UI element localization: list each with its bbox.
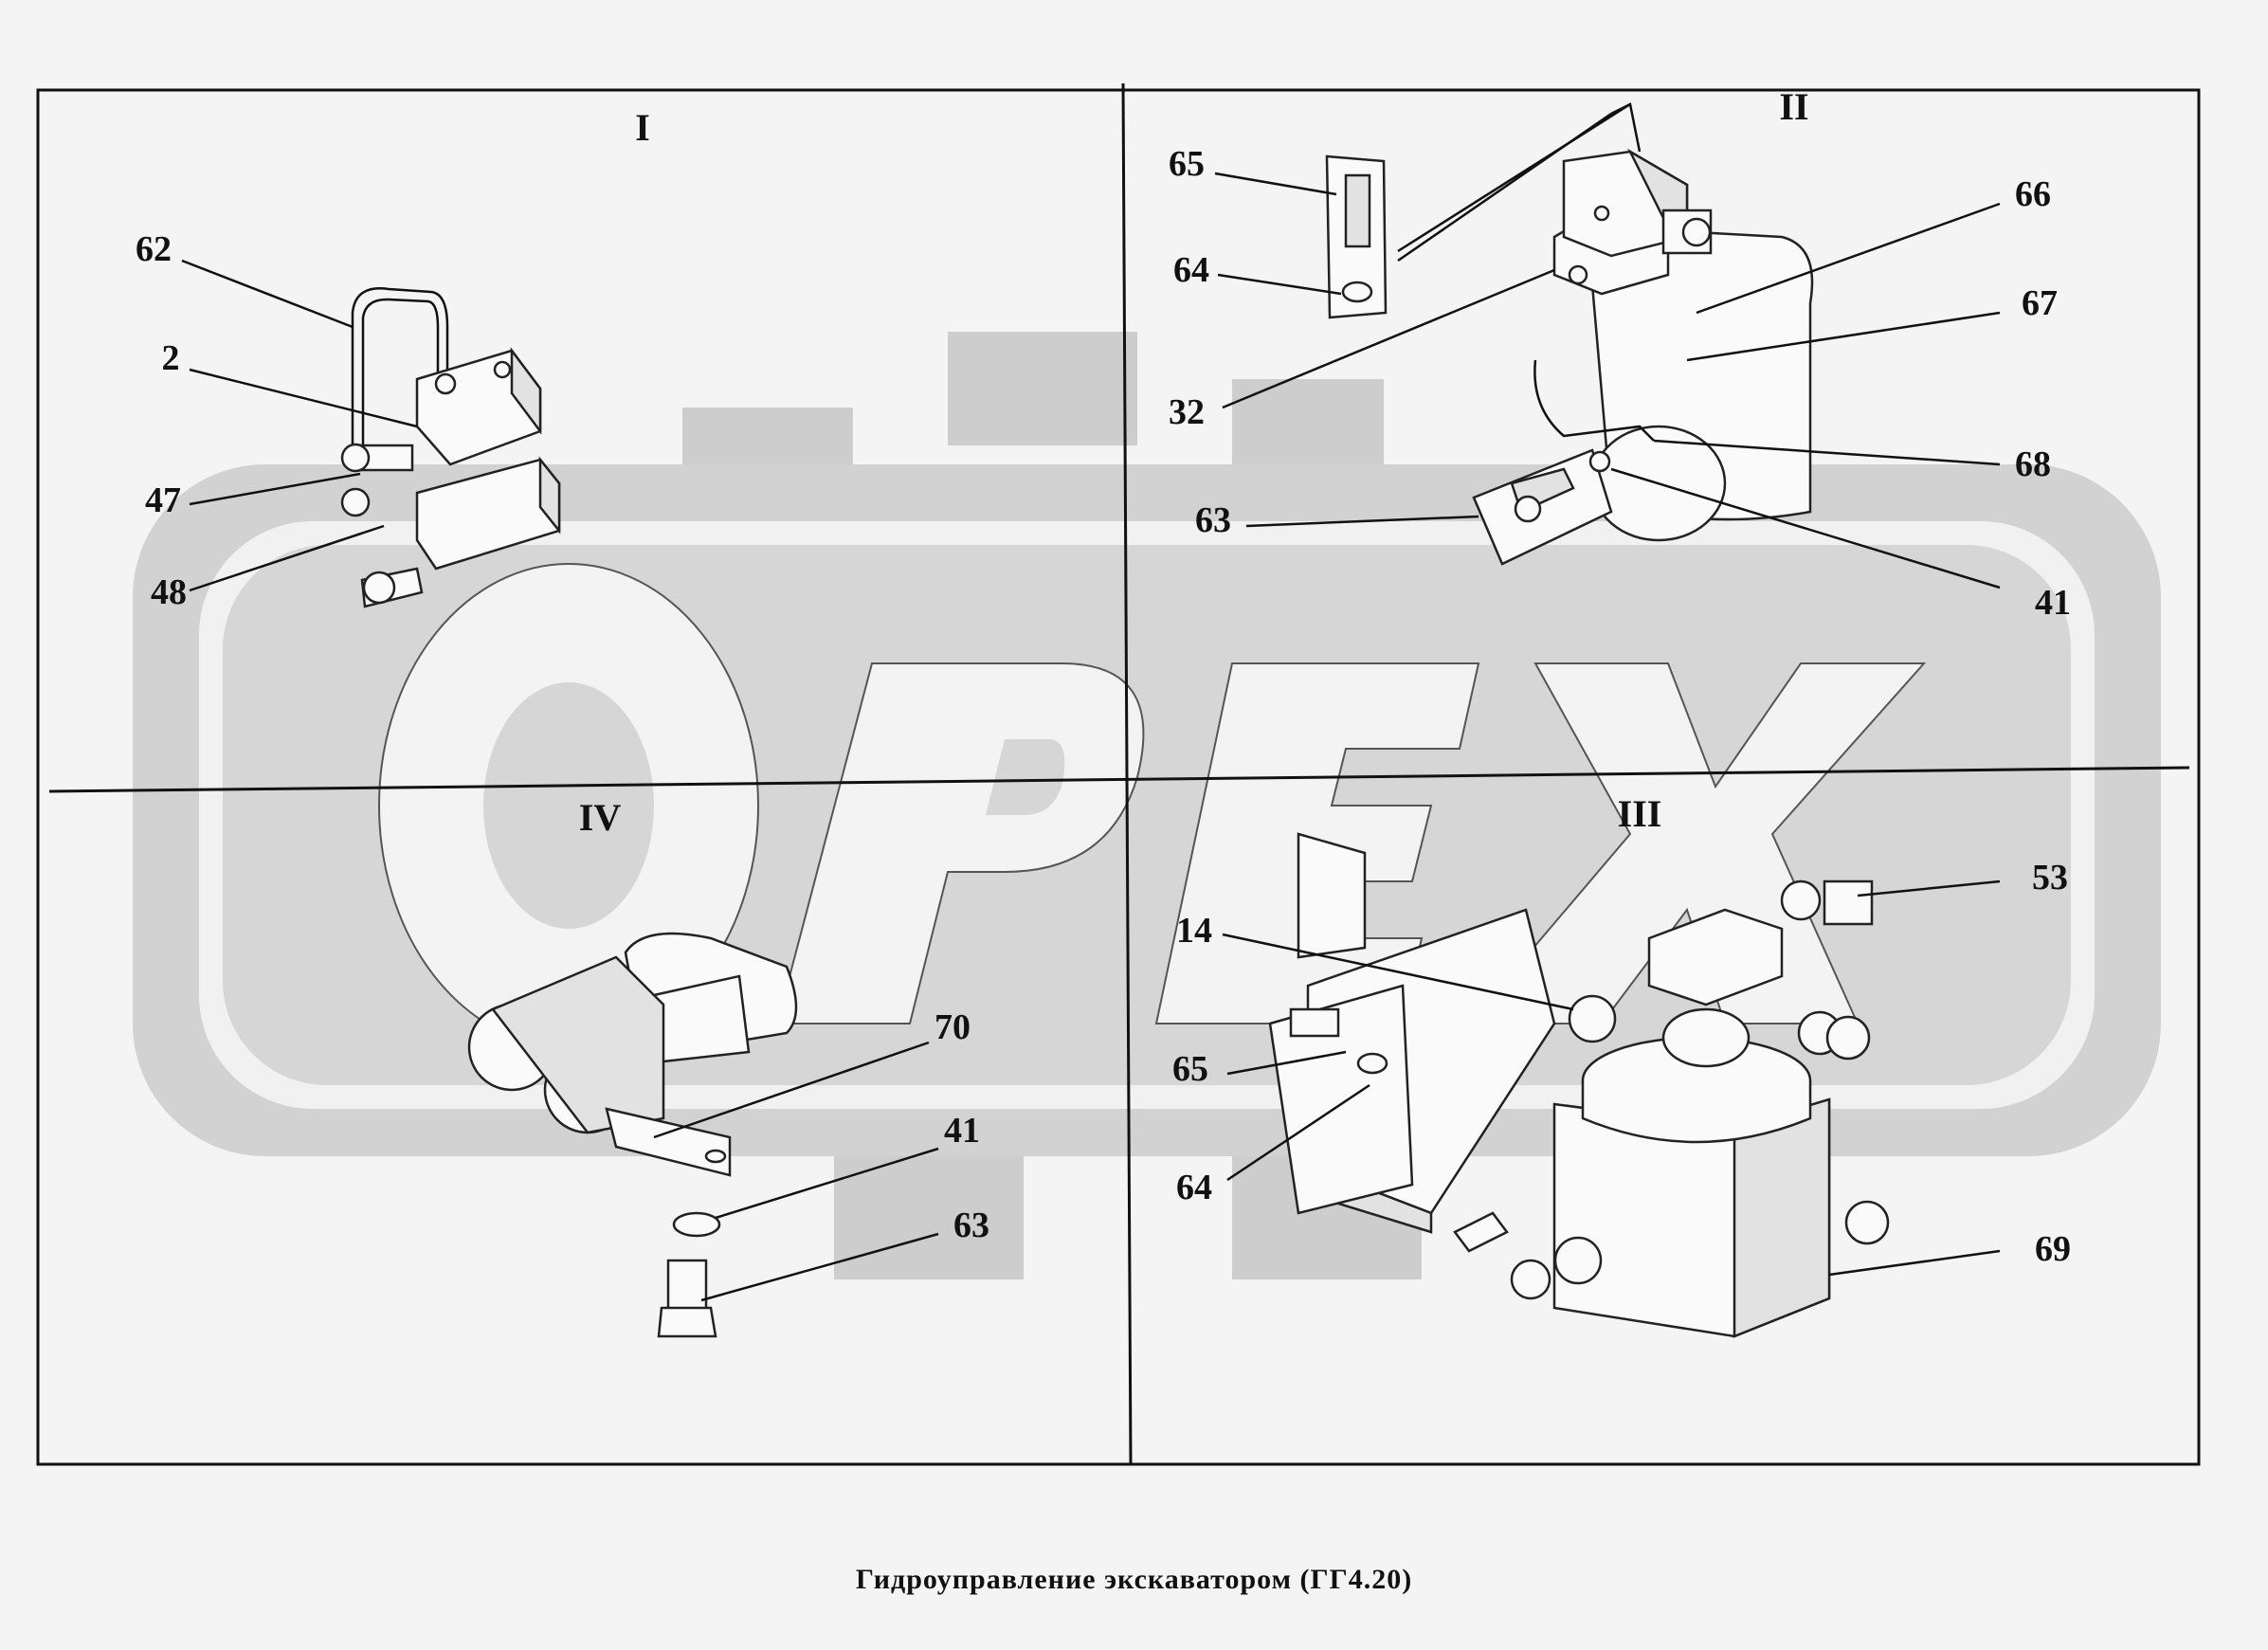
callout-numbers: 62 2 47 48 65 64 32 63 66 67 68 41 53 14… xyxy=(136,144,2071,1269)
assembly-IV-pedal xyxy=(467,932,798,1338)
leader-lines xyxy=(181,102,2001,1302)
callout-64-q2: 64 xyxy=(1173,250,1209,290)
callout-2: 2 xyxy=(162,338,180,378)
callout-41-q2: 41 xyxy=(2035,583,2071,623)
callout-41-q4: 41 xyxy=(944,1111,980,1151)
quadrant-label-II: II xyxy=(1779,85,1808,128)
callout-64-q3: 64 xyxy=(1176,1168,1212,1207)
callout-53: 53 xyxy=(2032,858,2068,898)
callout-48: 48 xyxy=(151,572,187,612)
assembly-I-valve xyxy=(340,287,561,608)
callout-62: 62 xyxy=(136,229,172,269)
callout-47: 47 xyxy=(145,480,181,520)
assembly-II-unit xyxy=(1325,148,1814,566)
callout-14: 14 xyxy=(1176,911,1212,951)
quadrant-label-I: I xyxy=(635,106,650,149)
quadrant-label-III: III xyxy=(1618,792,1662,835)
callout-66: 66 xyxy=(2015,174,2051,214)
figure-caption: Гидроуправление экскаватором (ГГ4.20) xyxy=(855,1564,1413,1595)
callout-65-q3: 65 xyxy=(1172,1049,1208,1089)
callout-65-q2: 65 xyxy=(1169,144,1205,184)
callout-63-q4: 63 xyxy=(953,1206,989,1245)
callout-69: 69 xyxy=(2035,1229,2071,1269)
quadrant-frames xyxy=(36,82,2201,1466)
callout-67: 67 xyxy=(2022,283,2058,323)
quadrant-label-IV: IV xyxy=(579,796,622,839)
assembly-III-distributor xyxy=(1268,832,1890,1338)
watermark xyxy=(133,332,2161,1279)
callout-70: 70 xyxy=(934,1007,971,1047)
callout-63-q2: 63 xyxy=(1195,500,1231,540)
callout-68: 68 xyxy=(2015,444,2051,484)
callout-32: 32 xyxy=(1169,392,1205,432)
